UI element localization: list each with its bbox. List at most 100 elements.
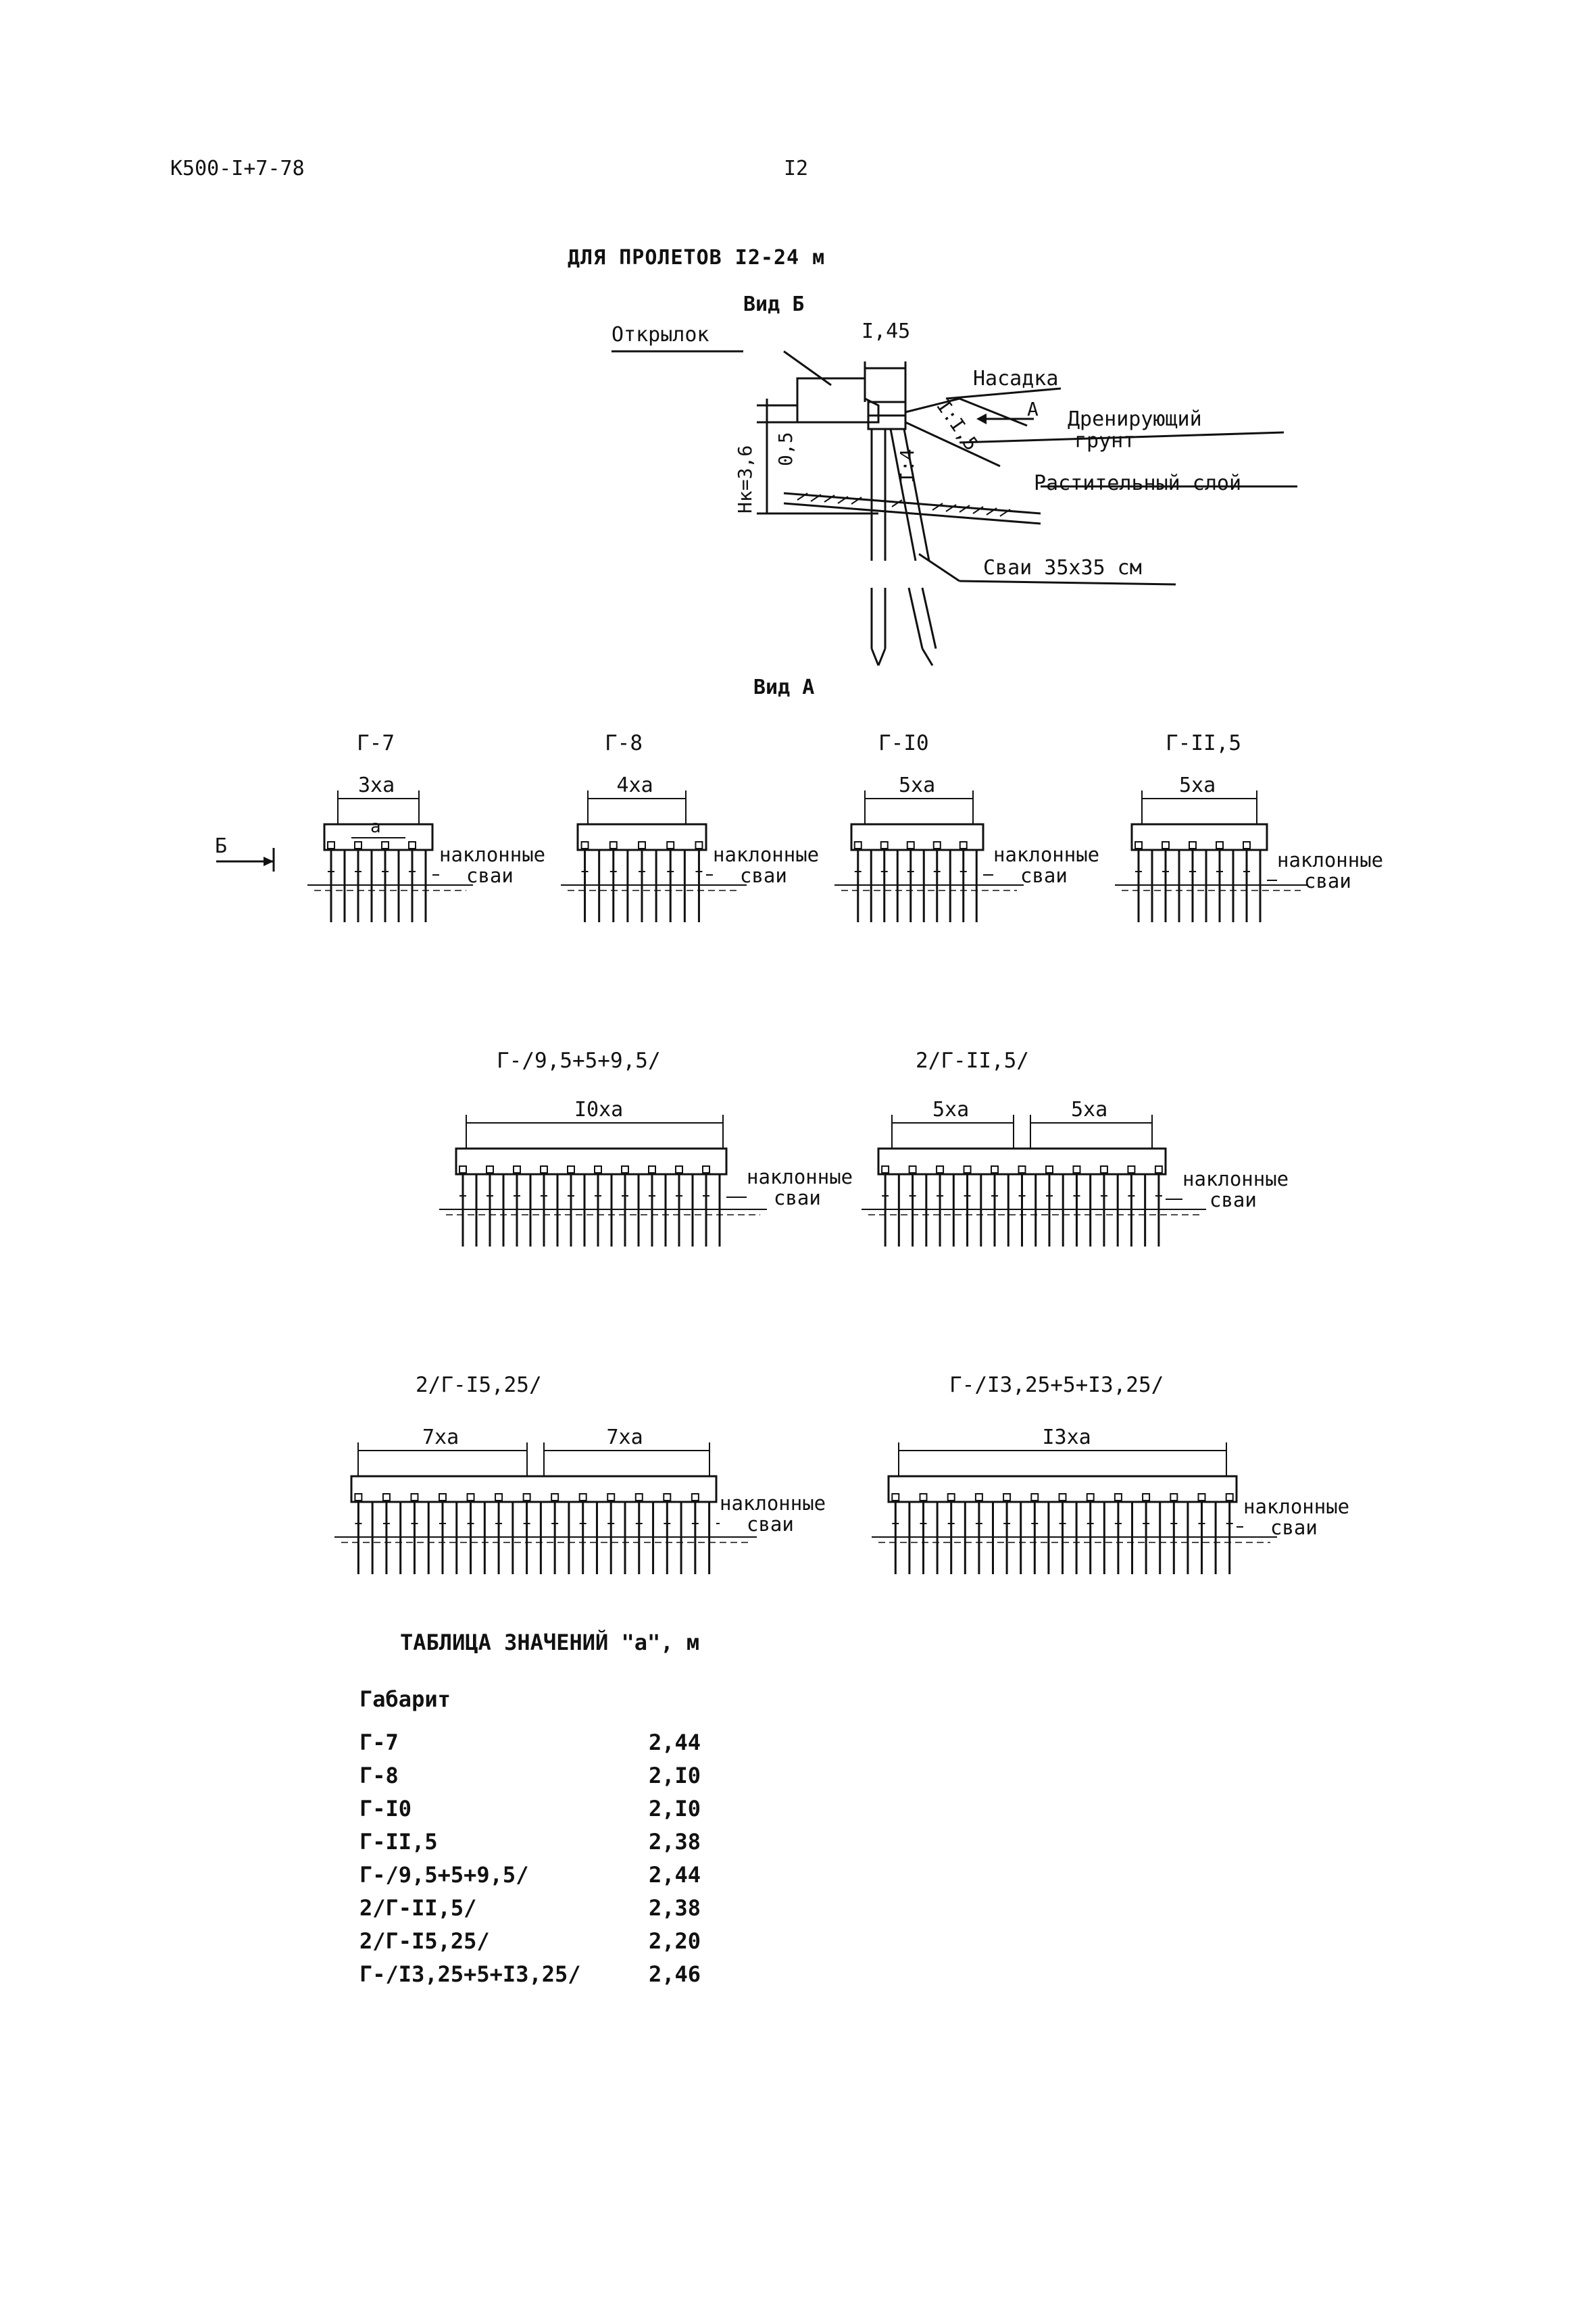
group-5-inclined-1: наклонные <box>1182 1167 1289 1190</box>
group-5-pile-head-2 <box>908 1165 917 1174</box>
table-value-0: 2,44 <box>649 1730 701 1755</box>
group-7-pile-head-18 <box>1142 1493 1151 1501</box>
group-6-dim-label-0: 7ха <box>422 1426 459 1449</box>
arrow-b-label: Б <box>215 834 227 858</box>
group-2-pile-head-6 <box>932 841 941 849</box>
group-7-inclined-2: сваи <box>1270 1516 1318 1539</box>
group-3-cap <box>1130 823 1268 851</box>
group-4-pile-head-8 <box>567 1165 575 1174</box>
group-5-name: 2/Г-II,5/ <box>916 1049 1029 1073</box>
group-3-dim-label-0: 5ха <box>1179 774 1216 797</box>
group-6-inclined-1: наклонные <box>720 1492 826 1515</box>
group-6-pile-head-24 <box>691 1493 699 1501</box>
group-2-pile-head-2 <box>880 841 889 849</box>
table-value-5: 2,38 <box>649 1895 701 1921</box>
table-value-7: 2,46 <box>649 1961 701 1987</box>
group-5-pile-head-4 <box>936 1165 945 1174</box>
group-7-pile-head-20 <box>1170 1493 1178 1501</box>
table-gabarit-4: Г-/9,5+5+9,5/ <box>359 1862 529 1888</box>
group-7-pile-head-14 <box>1086 1493 1095 1501</box>
group-4-inclined-1: наклонные <box>747 1165 853 1188</box>
group-7-inclined-1: наклонные <box>1243 1495 1349 1518</box>
group-5-cap <box>877 1147 1167 1176</box>
group-2-pile-head-8 <box>959 841 968 849</box>
group-3-pile-head-8 <box>1243 841 1251 849</box>
group-4-pile-head-2 <box>486 1165 494 1174</box>
group-6-pile-head-10 <box>495 1493 503 1501</box>
group-2-cap <box>850 823 984 851</box>
group-2-dim-label-0: 5ха <box>899 774 935 797</box>
label-topsoil: Растительный слой <box>1034 472 1241 495</box>
table-gabarit-1: Г-8 <box>359 1763 399 1788</box>
group-6-name: 2/Г-I5,25/ <box>416 1373 542 1397</box>
group-7-pile-head-16 <box>1114 1493 1122 1501</box>
group-3-pile-head-0 <box>1134 841 1143 849</box>
group-4-inclined-2: сваи <box>774 1186 821 1209</box>
group-6-pile-head-20 <box>634 1493 643 1501</box>
group-5-pile-head-20 <box>1154 1165 1163 1174</box>
view-a-diagrams: Г-73ханаклонныесваиГ-84ханаклонныесваиГ-… <box>215 731 1383 1574</box>
group-5-dim-label-1: 5ха <box>1071 1098 1107 1122</box>
group-5-pile-head-10 <box>1018 1165 1026 1174</box>
slope-1-4: I:4 <box>896 449 918 483</box>
group-3-inclined-2: сваи <box>1304 870 1351 892</box>
group-4-dim-label-0: I0ха <box>574 1098 623 1122</box>
group-4-pile-head-12 <box>621 1165 629 1174</box>
table-title: ТАБЛИЦА ЗНАЧЕНИЙ "а", м <box>400 1630 700 1655</box>
group-7-pile-head-8 <box>1003 1493 1012 1501</box>
table-value-3: 2,38 <box>649 1829 701 1855</box>
group-7-name: Г-/I3,25+5+I3,25/ <box>949 1373 1164 1397</box>
group-4-name: Г-/9,5+5+9,5/ <box>497 1049 661 1073</box>
group-2-pile-head-4 <box>906 841 915 849</box>
group-1-cap <box>576 823 707 851</box>
table-gabarit-0: Г-7 <box>359 1730 399 1755</box>
group-7-pile-head-4 <box>947 1493 955 1501</box>
group-1-pile-head-8 <box>695 841 703 849</box>
label-wing: Открылок <box>612 323 709 347</box>
drawing-title: ДЛЯ ПРОЛЕТОВ I2-24 м <box>568 246 826 270</box>
table-value-6: 2,20 <box>649 1928 701 1954</box>
table-gabarit-5: 2/Г-II,5/ <box>359 1895 477 1921</box>
label-piles: Сваи 35х35 см <box>983 556 1142 580</box>
group-1-inclined-1: наклонные <box>713 843 819 866</box>
group-4-pile-head-4 <box>513 1165 521 1174</box>
group-7-pile-head-0 <box>891 1493 900 1501</box>
group-0-inclined-1: наклонные <box>439 843 545 866</box>
group-4-pile-head-10 <box>594 1165 602 1174</box>
table-value-1: 2,I0 <box>649 1763 701 1788</box>
group-4-pile-head-14 <box>648 1165 656 1174</box>
group-1-dim-label-0: 4ха <box>617 774 653 797</box>
group-5-pile-head-6 <box>963 1165 972 1174</box>
group-6-pile-head-14 <box>551 1493 559 1501</box>
group-1-pile-head-0 <box>580 841 589 849</box>
dim-1-45: I,45 <box>862 320 910 343</box>
table-value-2: 2,I0 <box>649 1796 701 1821</box>
group-1-inclined-2: сваи <box>740 864 787 887</box>
group-5-dim-label-0: 5ха <box>932 1098 969 1122</box>
group-7-pile-head-22 <box>1197 1493 1206 1501</box>
group-7-pile-head-6 <box>974 1493 983 1501</box>
group-4-pile-head-0 <box>459 1165 467 1174</box>
group-3-name: Г-II,5 <box>1166 731 1241 755</box>
group-6-pile-head-22 <box>663 1493 672 1501</box>
group-0-pile-head-4 <box>381 841 389 849</box>
view-a-title: Вид А <box>753 676 815 699</box>
arrow-b-head <box>264 857 274 866</box>
group-0-inclined-2: сваи <box>466 864 514 887</box>
group-1-pile-head-2 <box>609 841 618 849</box>
group-6-pile-head-6 <box>439 1493 447 1501</box>
group-5-pile-head-18 <box>1127 1165 1136 1174</box>
group-7-pile-head-10 <box>1030 1493 1039 1501</box>
group-4-pile-head-6 <box>540 1165 548 1174</box>
group-6-pile-head-2 <box>382 1493 391 1501</box>
table-gabarit-2: Г-I0 <box>359 1796 412 1821</box>
group-1-pile-head-4 <box>638 841 646 849</box>
group-6-pile-head-4 <box>410 1493 419 1501</box>
group-4-pile-head-18 <box>702 1165 710 1174</box>
table-gabarit-3: Г-II,5 <box>359 1829 438 1855</box>
group-7-pile-head-12 <box>1058 1493 1067 1501</box>
group-6-pile-head-8 <box>466 1493 475 1501</box>
group-6-dim-label-1: 7ха <box>607 1426 643 1449</box>
group-3-inclined-1: наклонные <box>1277 849 1383 872</box>
view-b-diagram: Открылок Вид Б I,45 Насадка А Дренирующи… <box>612 293 1297 666</box>
